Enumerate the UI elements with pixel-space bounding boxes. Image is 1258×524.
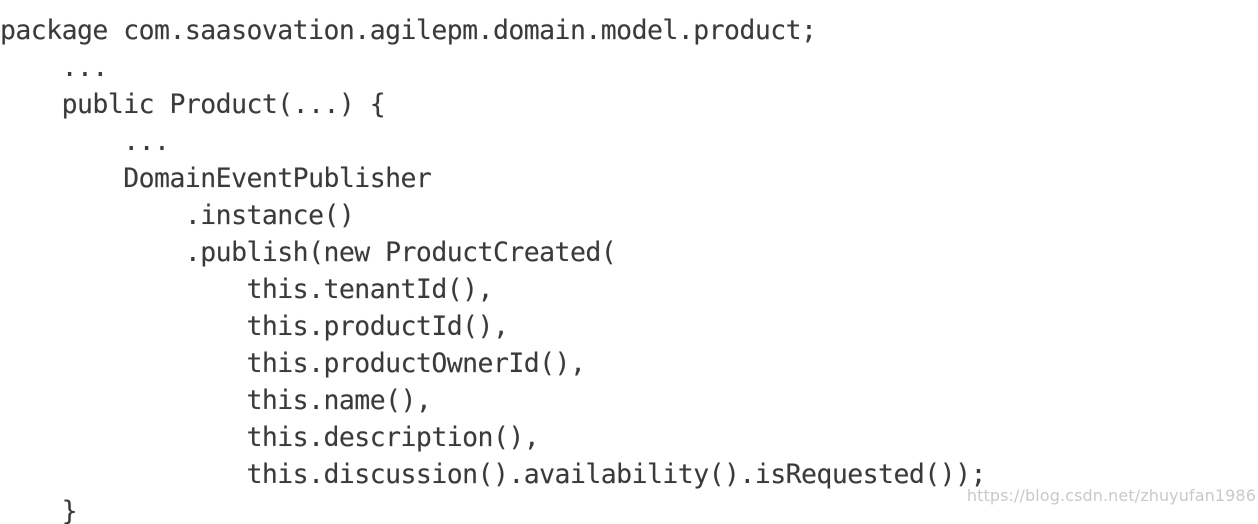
code-line: this.productOwnerId(), bbox=[0, 348, 586, 379]
code-line: this.description(), bbox=[0, 422, 540, 453]
code-line: this.discussion().availability().isReque… bbox=[0, 459, 986, 490]
code-line: ... bbox=[0, 52, 109, 83]
csdn-blog-watermark: https://blog.csdn.net/zhuyufan1986 bbox=[966, 486, 1256, 505]
code-line: this.tenantId(), bbox=[0, 274, 493, 305]
code-line: DomainEventPublisher bbox=[0, 163, 432, 194]
code-line: public Product(...) { bbox=[0, 89, 386, 120]
code-line: .instance() bbox=[0, 200, 355, 231]
code-line: } bbox=[0, 496, 78, 524]
code-line: .publish(new ProductCreated( bbox=[0, 237, 617, 268]
code-line: this.name(), bbox=[0, 385, 432, 416]
code-line: package com.saasovation.agilepm.domain.m… bbox=[0, 15, 817, 46]
code-line: ... bbox=[0, 126, 170, 157]
code-line: this.productId(), bbox=[0, 311, 509, 342]
